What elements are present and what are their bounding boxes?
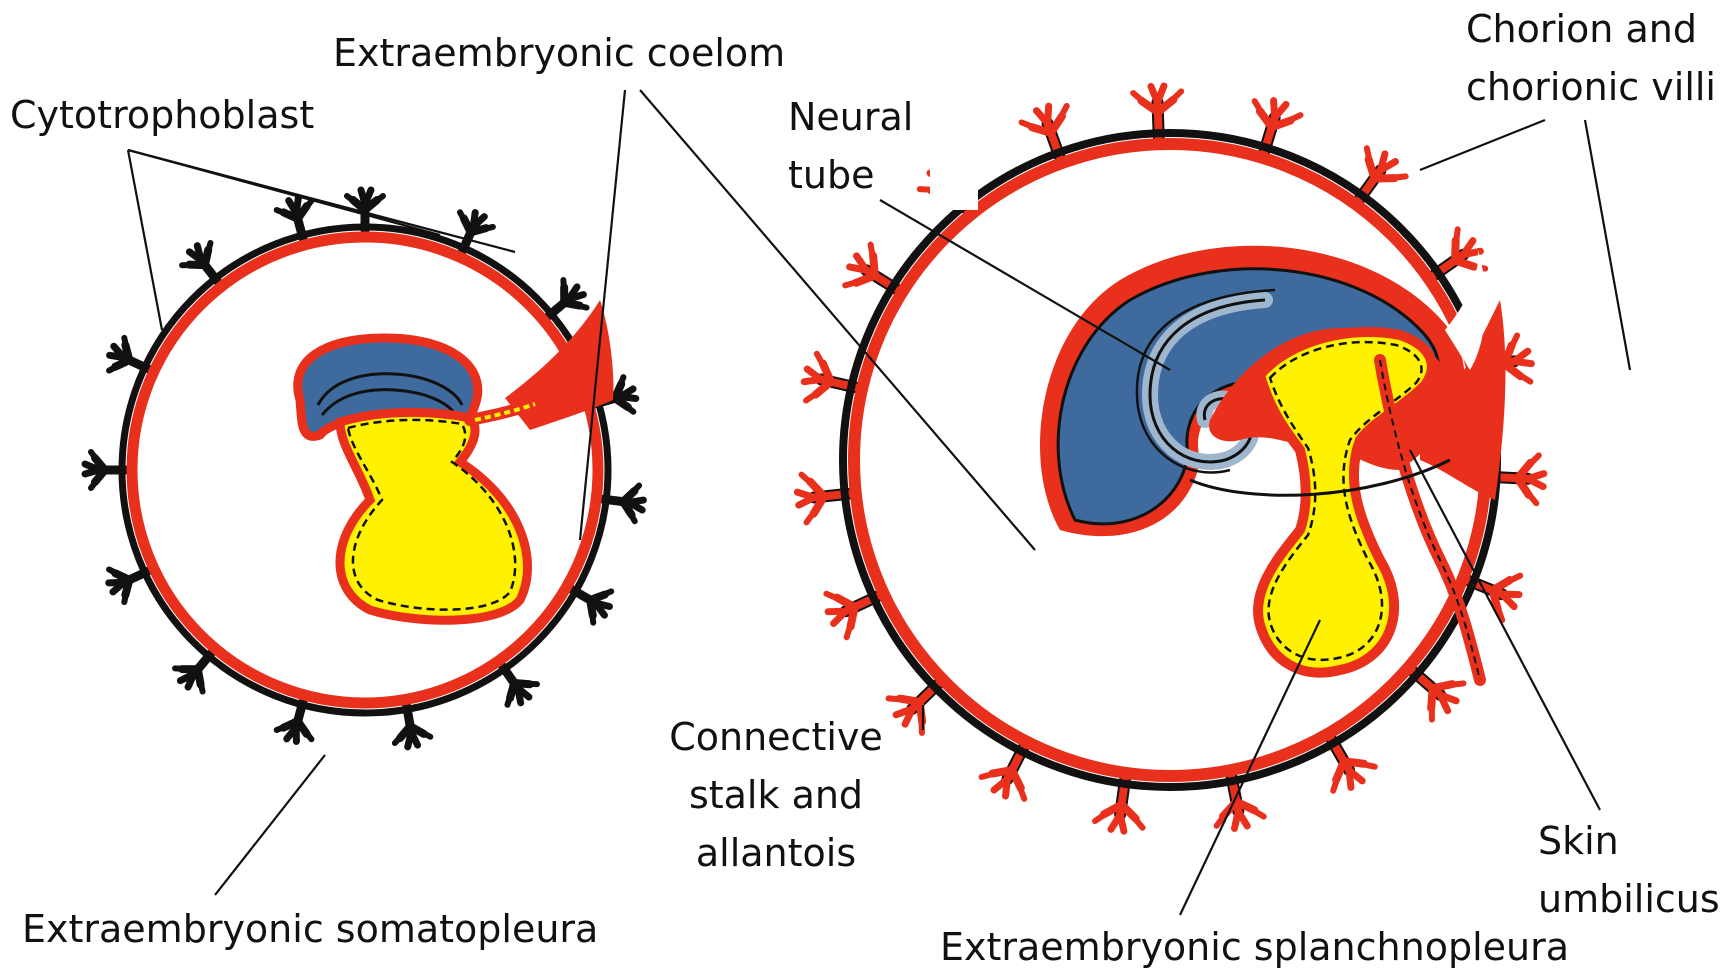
- leader-somatopleura: [215, 755, 325, 895]
- label-connective-line1: Connective: [656, 708, 896, 766]
- leader-chorion-1: [1420, 120, 1545, 170]
- label-skin-line1: Skin: [1538, 812, 1619, 870]
- label-neural-tube-line2: tube: [788, 146, 874, 204]
- label-neural-tube-line1: Neural: [788, 88, 913, 146]
- leader-splanchnopleura: [1180, 620, 1320, 915]
- leader-cytotrophoblast-1: [128, 150, 162, 330]
- left-embryo: [85, 190, 645, 749]
- left-yolk-sac: [340, 412, 528, 620]
- neural-tube-label-mask: [930, 60, 978, 210]
- label-chorion-line1: Chorion and: [1466, 0, 1697, 58]
- label-connective-line2: stalk and: [656, 766, 896, 824]
- label-extraembryonic-coelom: Extraembryonic coelom: [333, 24, 785, 82]
- leader-chorion-2: [1585, 120, 1630, 370]
- label-extraembryonic-splanchnopleura: Extraembryonic splanchnopleura: [940, 918, 1569, 976]
- right-embryo: [796, 60, 1545, 834]
- label-extraembryonic-somatopleura: Extraembryonic somatopleura: [22, 900, 598, 958]
- label-connective-line3: allantois: [656, 824, 896, 882]
- label-chorion-line2: chorionic villi: [1466, 58, 1716, 116]
- label-cytotrophoblast: Cytotrophoblast: [10, 86, 314, 144]
